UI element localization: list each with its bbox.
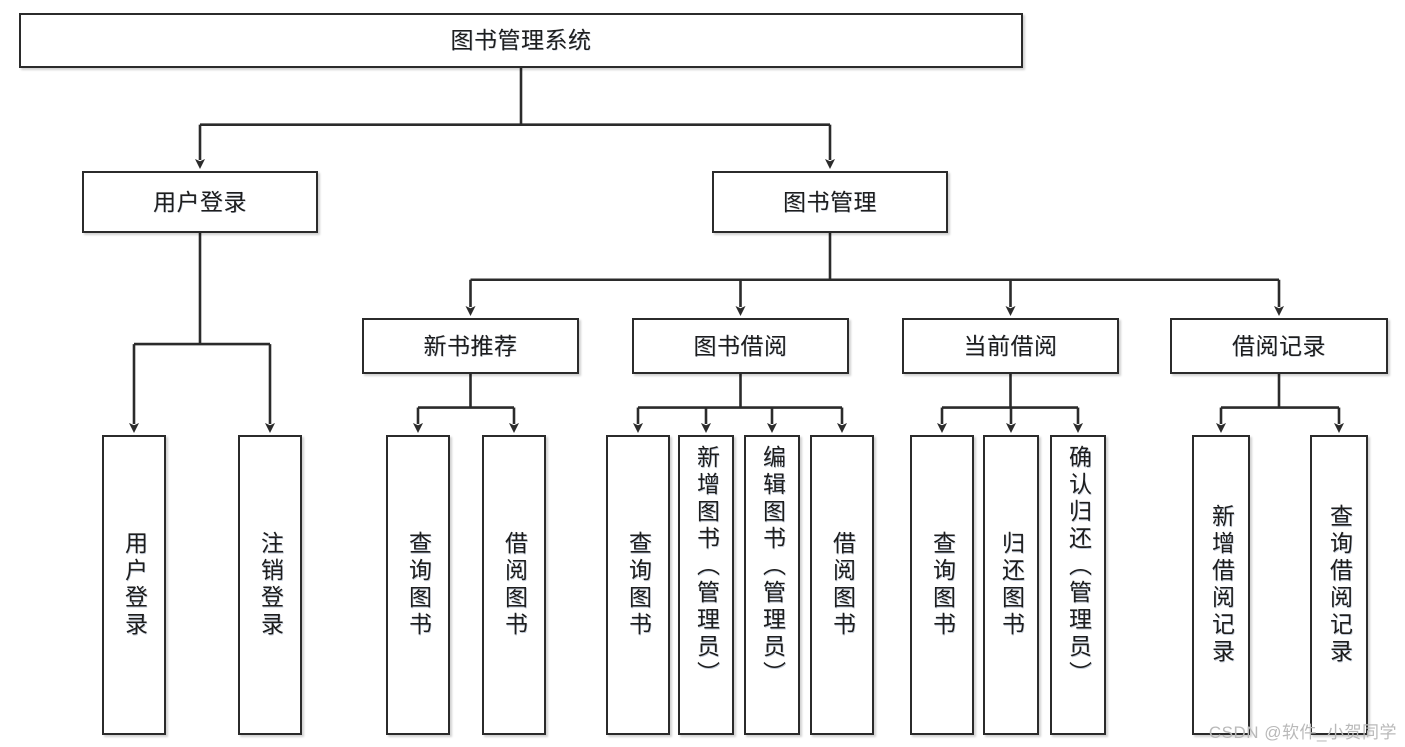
node-leaf-query-book-1[interactable]: 查询图书 (386, 435, 450, 735)
node-leaf-borrow-book-2[interactable]: 借阅图书 (810, 435, 874, 735)
node-label: 借阅记录 (1232, 332, 1326, 359)
node-label: 用户登录 (153, 188, 247, 215)
node-label: 借阅图书 (501, 531, 528, 639)
node-root[interactable]: 图书管理系统 (19, 13, 1023, 68)
node-leaf-logout[interactable]: 注销登录 (238, 435, 302, 735)
node-leaf-query-book-2[interactable]: 查询图书 (606, 435, 670, 735)
node-label: 新书推荐 (423, 332, 518, 359)
node-leaf-query-book-3[interactable]: 查询图书 (910, 435, 974, 735)
node-book-borrow[interactable]: 图书借阅 (632, 318, 849, 374)
node-leaf-query-record[interactable]: 查询借阅记录 (1310, 435, 1368, 735)
node-leaf-borrow-book-1[interactable]: 借阅图书 (482, 435, 546, 735)
csdn-watermark: CSDN @软件_小贺同学 (1208, 723, 1397, 742)
node-leaf-user-login[interactable]: 用户登录 (102, 435, 166, 735)
node-label: 借阅图书 (829, 531, 856, 639)
node-label: 图书管理 (783, 188, 877, 215)
node-label: 新增图书（管理员） (693, 445, 720, 688)
node-label: 用户登录 (121, 531, 148, 639)
node-borrow-record[interactable]: 借阅记录 (1170, 318, 1388, 374)
node-label: 图书借阅 (693, 332, 788, 359)
node-leaf-add-record[interactable]: 新增借阅记录 (1192, 435, 1250, 735)
node-new-book-recommend[interactable]: 新书推荐 (362, 318, 579, 374)
node-label: 归还图书 (998, 531, 1025, 639)
node-leaf-edit-book[interactable]: 编辑图书（管理员） (744, 435, 800, 735)
node-label: 查询图书 (929, 531, 956, 639)
node-label: 注销登录 (257, 531, 284, 639)
node-label: 查询借阅记录 (1326, 504, 1353, 666)
node-leaf-return-book[interactable]: 归还图书 (983, 435, 1039, 735)
node-leaf-add-book[interactable]: 新增图书（管理员） (678, 435, 734, 735)
node-label: 当前借阅 (963, 332, 1058, 359)
node-book-manage[interactable]: 图书管理 (712, 171, 948, 233)
node-label: 图书管理系统 (450, 27, 592, 54)
node-label: 查询图书 (405, 531, 432, 639)
node-label: 新增借阅记录 (1208, 504, 1235, 666)
node-label: 编辑图书（管理员） (759, 445, 786, 688)
node-label: 确认归还（管理员） (1065, 445, 1092, 688)
node-leaf-confirm-return[interactable]: 确认归还（管理员） (1050, 435, 1106, 735)
node-current-borrow[interactable]: 当前借阅 (902, 318, 1119, 374)
node-label: 查询图书 (625, 531, 652, 639)
node-user-login[interactable]: 用户登录 (82, 171, 318, 233)
